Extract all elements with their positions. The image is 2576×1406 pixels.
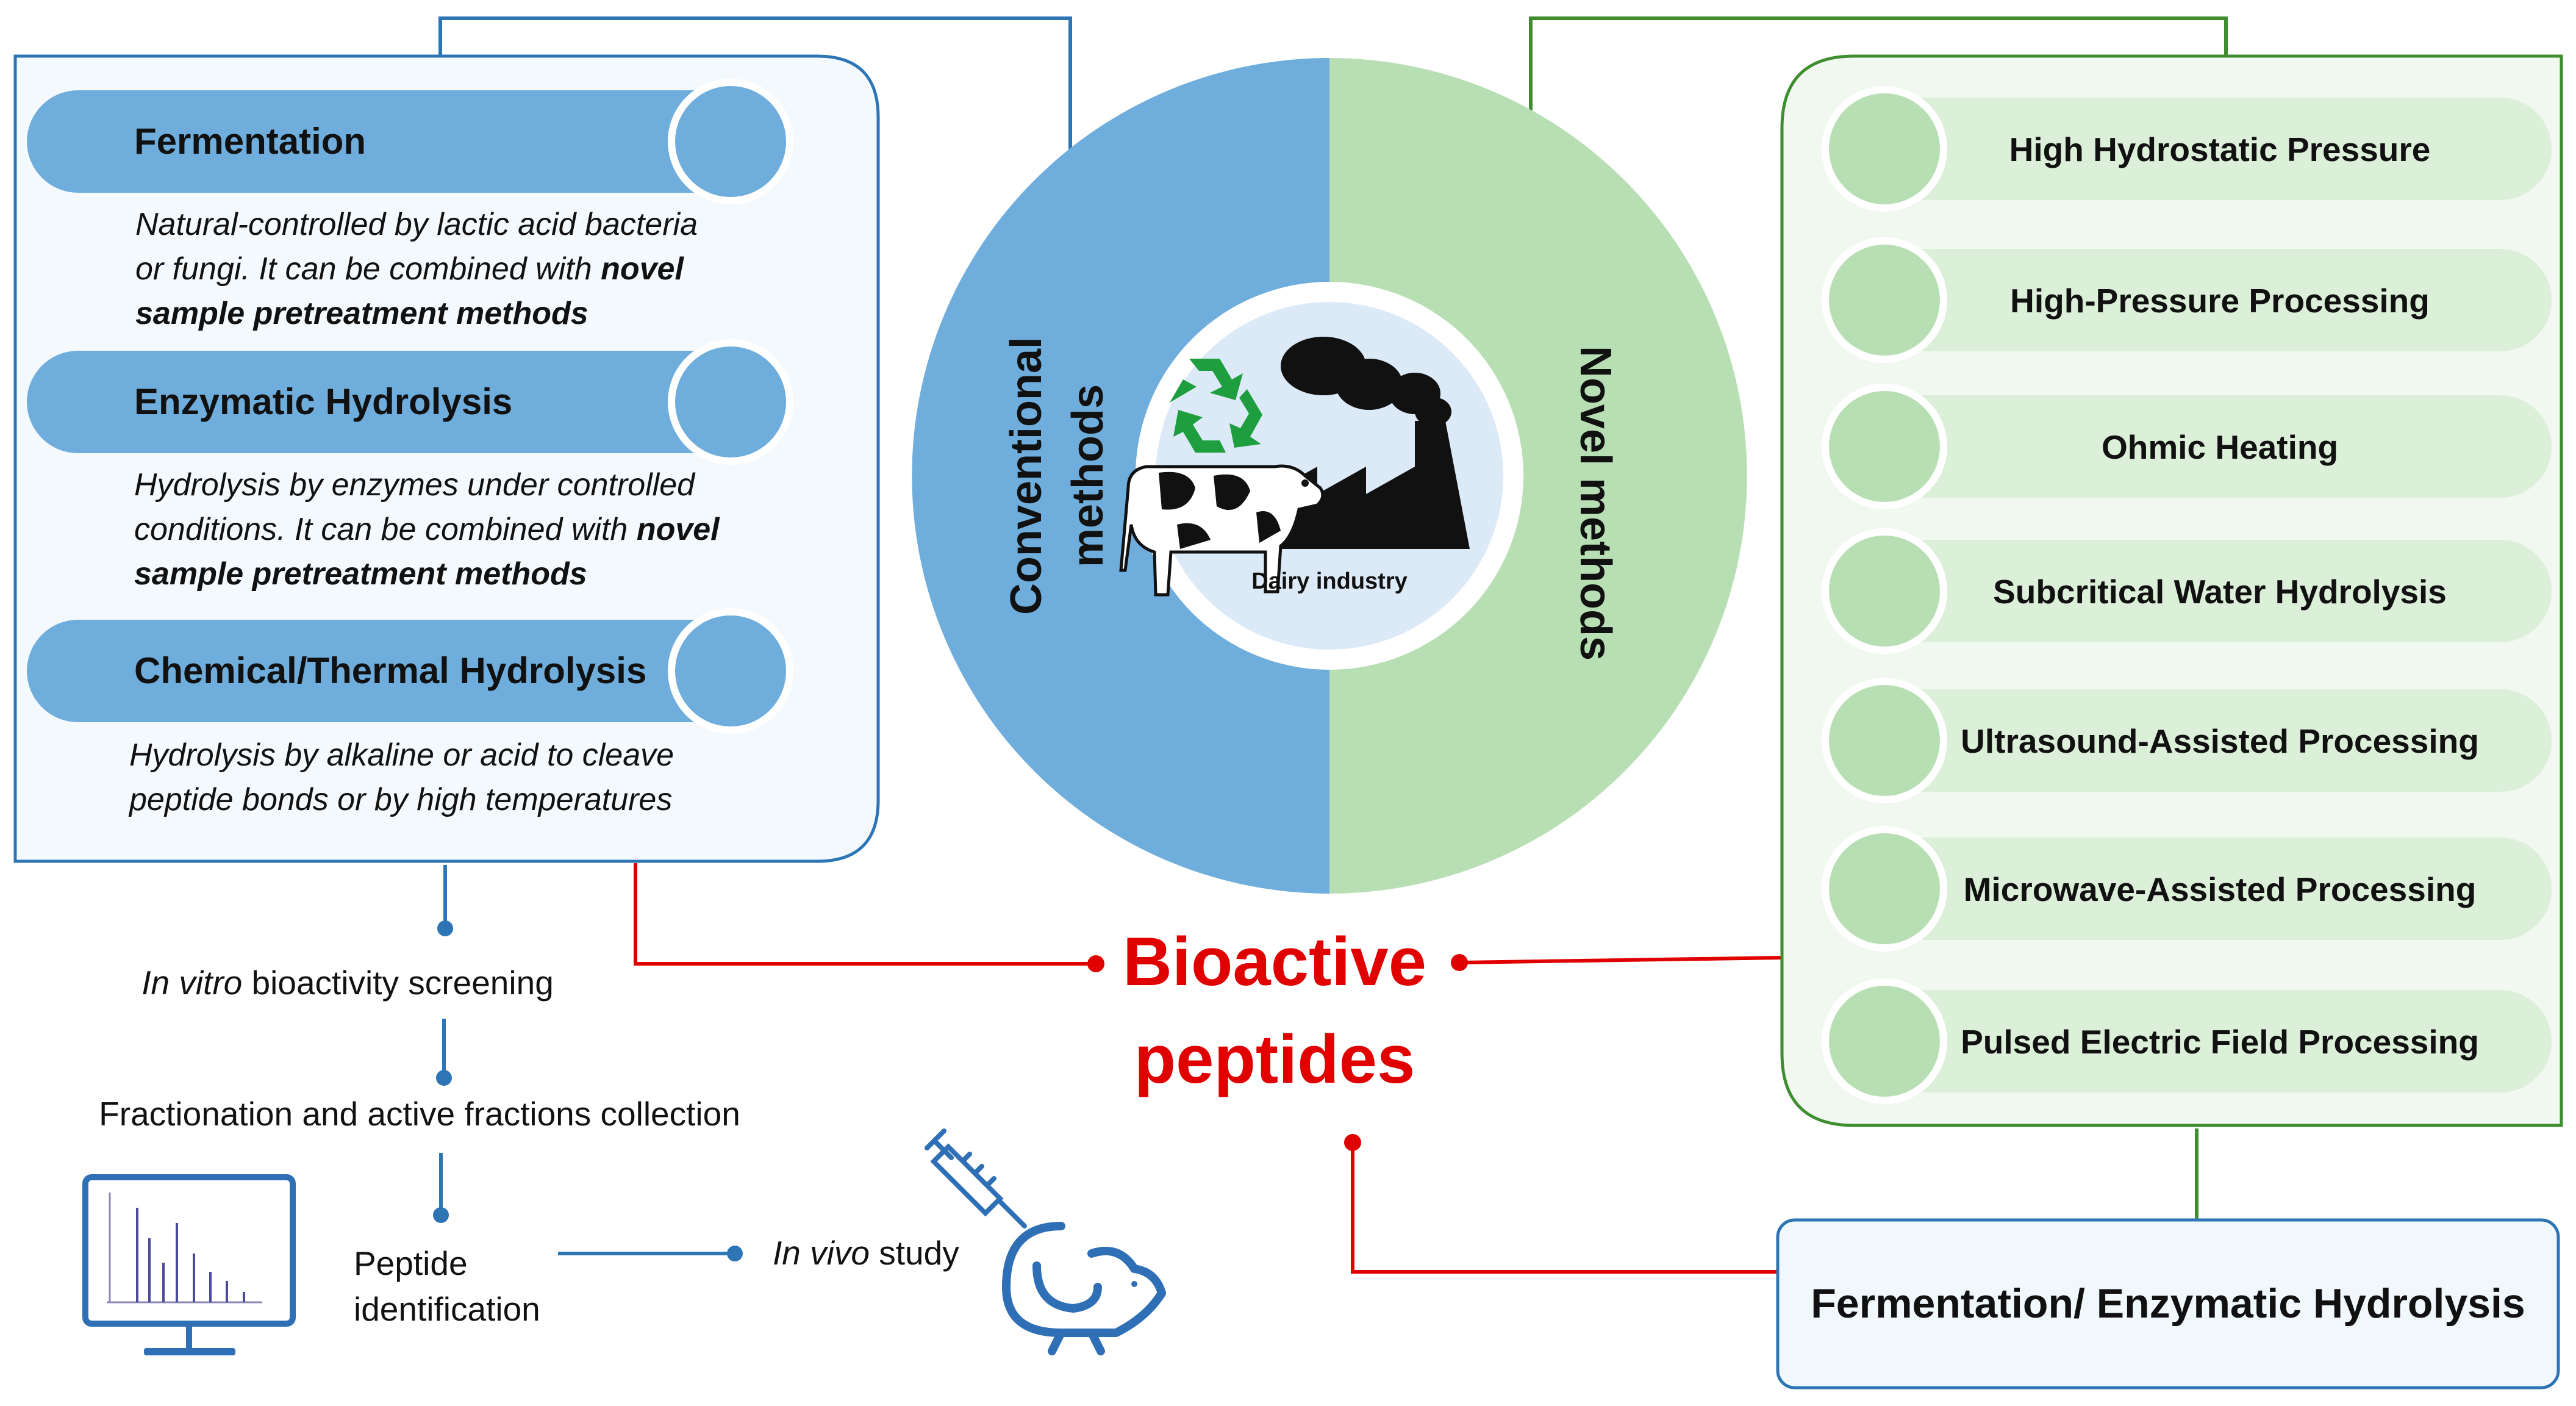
- method-desc-line: conditions. It can be combined with nove…: [134, 512, 720, 547]
- method-fermentation: Fermentation Natural-controlled by lacti…: [27, 79, 793, 331]
- novel-method-pulsed-electric-field-processing: Pulsed Electric Field Processing: [1822, 978, 2552, 1104]
- workflow-step-fractionation: Fractionation and active fractions colle…: [99, 1095, 740, 1133]
- novel-method-label: Microwave-Assisted Processing: [1964, 870, 2477, 908]
- pill-circle: [675, 86, 786, 197]
- syringe-icon: [925, 1128, 1027, 1228]
- step-rest: bioactivity screening: [242, 964, 554, 1002]
- novel-to-result-arrow: [1460, 956, 1783, 964]
- novel-pill-circle: [1829, 93, 1940, 204]
- workflow-step-screening: In vitro bioactivity screening: [141, 964, 554, 1002]
- result-line2: peptides: [1134, 1021, 1415, 1097]
- method-enzymatic-hydrolysis: Enzymatic Hydrolysis Hydrolysis by enzym…: [27, 339, 793, 592]
- novel-method-label: Subcritical Water Hydrolysis: [1993, 573, 2447, 611]
- method-desc-line: sample pretreatment methods: [135, 296, 589, 331]
- factory-icon: [1268, 337, 1470, 549]
- novel-pill-circle: [1829, 986, 1940, 1097]
- combined-label: Fermentation/ Enzymatic Hydrolysis: [1811, 1280, 2525, 1327]
- novel-pill: [1884, 689, 2552, 792]
- desc-plain: conditions. It can be combined with: [134, 512, 637, 547]
- central-ring: Conventional methods Novel methods: [912, 58, 1747, 894]
- step-rest: study: [870, 1234, 959, 1272]
- connector-dot: [727, 1246, 743, 1261]
- novel-pill-circle: [1829, 536, 1940, 647]
- connector-dot: [436, 1070, 452, 1086]
- method-title: Chemical/Thermal Hydrolysis: [134, 650, 646, 691]
- industry-label: Dairy industry: [1251, 568, 1408, 594]
- novel-label: Novel methods: [1571, 346, 1620, 661]
- result-line1: Bioactive: [1123, 924, 1426, 1000]
- desc-bold: novel: [637, 512, 720, 547]
- combined-method: Fermentation/ Enzymatic Hydrolysis: [1776, 1218, 2560, 1390]
- conventional-label-line2: methods: [1064, 384, 1112, 567]
- method-pill: [27, 351, 732, 453]
- novel-pill: [1884, 990, 2552, 1092]
- combined-box: [1776, 1218, 2560, 1390]
- novel-method-high-pressure-processing: High-Pressure Processing: [1822, 237, 2552, 363]
- novel-pill-circle: [1829, 685, 1940, 796]
- connector-dot: [1451, 954, 1468, 971]
- computer-monitor-icon: [82, 1174, 296, 1355]
- method-pill: [27, 620, 732, 722]
- novel-method-label: Ultrasound-Assisted Processing: [1961, 722, 2479, 760]
- novel-method-ohmic-heating: Ohmic Heating: [1822, 384, 2552, 509]
- conventional-to-result-arrow: [634, 863, 1095, 966]
- connector-dot: [433, 1207, 449, 1223]
- connector-dot: [1344, 1134, 1361, 1151]
- method-title: Enzymatic Hydrolysis: [134, 381, 512, 422]
- novel-method-subcritical-water-hydrolysis: Subcritical Water Hydrolysis: [1822, 528, 2552, 654]
- connector-dot: [437, 920, 453, 936]
- novel-pill: [1884, 249, 2552, 351]
- method-desc-line: Hydrolysis by enzymes under controlled: [134, 467, 696, 503]
- method-chemical-thermal-hydrolysis: Chemical/Thermal Hydrolysis Hydrolysis b…: [27, 608, 793, 817]
- connector-dot: [1087, 955, 1104, 972]
- novel-method-microwave-assisted-processing: Microwave-Assisted Processing: [1822, 826, 2552, 952]
- novel-method-label: Pulsed Electric Field Processing: [1961, 1023, 2479, 1061]
- step-italic: In vitro: [141, 964, 242, 1002]
- recycle-icon: [1170, 359, 1262, 453]
- method-desc-line: or fungi. It can be combined with novel: [135, 251, 684, 287]
- novel-pill-circle: [1829, 245, 1940, 356]
- result: Bioactive peptides: [1123, 924, 1426, 1097]
- mouse-icon: [1002, 1222, 1166, 1355]
- desc-bold: novel: [601, 251, 684, 287]
- novel-pill: [1884, 98, 2552, 200]
- workflow: In vitro bioactivity screening Fractiona…: [82, 964, 1166, 1355]
- method-desc-line: Hydrolysis by alkaline or acid to cleave: [129, 737, 674, 773]
- novel-pill: [1884, 838, 2552, 940]
- step-italic: In vivo: [773, 1234, 870, 1272]
- method-title: Fermentation: [134, 121, 366, 162]
- method-desc-line: sample pretreatment methods: [134, 556, 587, 592]
- novel-method-label: High Hydrostatic Pressure: [2009, 131, 2431, 168]
- novel-method-label: Ohmic Heating: [2102, 428, 2338, 466]
- conventional-label-line1: Conventional: [1002, 337, 1051, 615]
- pill-circle: [675, 346, 786, 457]
- pill-circle: [675, 615, 786, 726]
- method-desc-line: Natural-controlled by lactic acid bacter…: [135, 207, 698, 242]
- conventional-panel: Fermentation Natural-controlled by lacti…: [13, 54, 880, 863]
- novel-method-high-hydrostatic-pressure: High Hydrostatic Pressure: [1822, 86, 2552, 212]
- workflow-step-invivo: In vivo study: [773, 1234, 959, 1272]
- cow-icon: [1119, 464, 1325, 597]
- novel-pill-circle: [1829, 833, 1940, 944]
- workflow-step-identification-line1: Peptide: [354, 1244, 468, 1282]
- novel-method-ultrasound-assisted-processing: Ultrasound-Assisted Processing: [1822, 678, 2552, 803]
- novel-pill: [1884, 540, 2552, 642]
- method-desc-line: peptide bonds or by high temperatures: [128, 782, 672, 817]
- novel-half: [1329, 58, 1747, 894]
- desc-plain: or fungi. It can be combined with: [135, 251, 601, 287]
- novel-pill-circle: [1829, 391, 1940, 502]
- workflow-step-identification-line2: identification: [354, 1290, 540, 1328]
- conventional-half: [912, 58, 1329, 894]
- novel-pill: [1884, 395, 2552, 498]
- method-pill: [27, 90, 732, 193]
- novel-method-label: High-Pressure Processing: [2010, 282, 2430, 320]
- combined-to-result-arrow: [1351, 1144, 1778, 1274]
